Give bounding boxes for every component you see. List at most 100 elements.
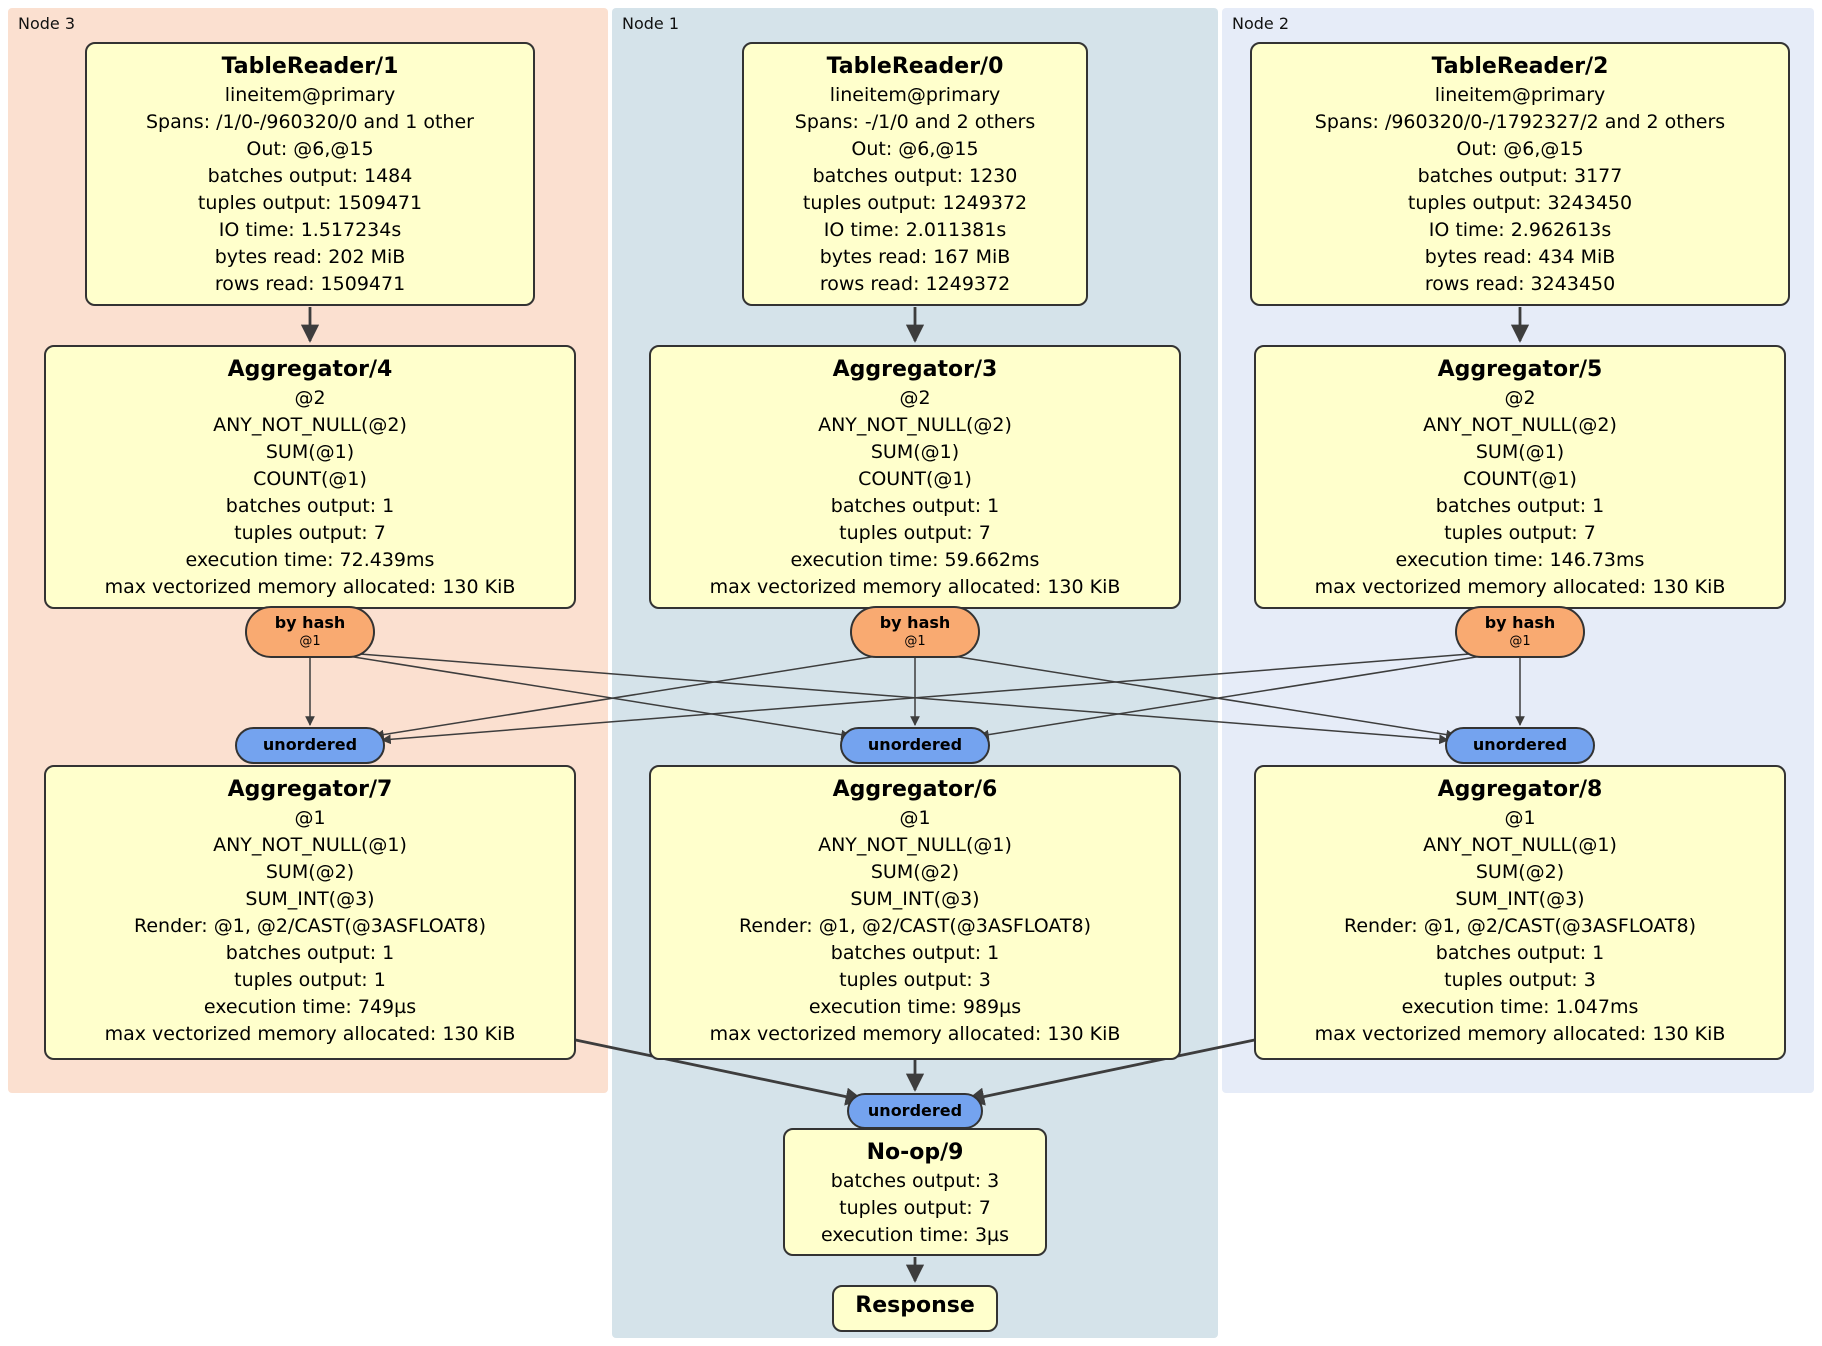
aggregator-4-title: Aggregator/4 bbox=[227, 357, 393, 382]
detail-line: batches output: 3 bbox=[830, 1170, 1000, 1192]
detail-line: execution time: 749µs bbox=[203, 996, 417, 1018]
detail-line: Spans: /960320/0-/1792327/2 and 2 others bbox=[1314, 111, 1726, 133]
group-node-1-label: Node 1 bbox=[622, 14, 680, 33]
detail-line: SUM(@1) bbox=[265, 441, 355, 463]
detail-line: ANY_NOT_NULL(@2) bbox=[213, 414, 407, 436]
detail-line: max vectorized memory allocated: 130 KiB bbox=[709, 1023, 1121, 1045]
table-reader-1-title: TableReader/1 bbox=[221, 54, 399, 79]
by-hash-detail: @1 bbox=[1509, 634, 1531, 649]
detail-line: batches output: 1 bbox=[225, 942, 395, 964]
unordered-label: unordered bbox=[867, 1101, 963, 1120]
detail-line: bytes read: 434 MiB bbox=[1424, 246, 1616, 268]
detail-line: Spans: -/1/0 and 2 others bbox=[794, 111, 1036, 133]
group-node-3-label: Node 3 bbox=[18, 14, 76, 33]
detail-line: max vectorized memory allocated: 130 KiB bbox=[104, 576, 516, 598]
detail-line: bytes read: 202 MiB bbox=[214, 246, 406, 268]
detail-line: tuples output: 7 bbox=[1444, 522, 1596, 544]
detail-line: tuples output: 3243450 bbox=[1407, 192, 1633, 214]
detail-line: tuples output: 3 bbox=[1444, 969, 1596, 991]
detail-line: rows read: 3243450 bbox=[1424, 273, 1616, 295]
edge-byhash3-un1 bbox=[381, 649, 1521, 745]
aggregator-5-title: Aggregator/5 bbox=[1437, 357, 1603, 382]
unordered-label: unordered bbox=[867, 735, 963, 754]
detail-line: IO time: 2.011381s bbox=[823, 219, 1007, 241]
detail-line: ANY_NOT_NULL(@1) bbox=[213, 834, 407, 856]
detail-line: IO time: 1.517234s bbox=[218, 219, 402, 241]
table-reader-2-title: TableReader/2 bbox=[1431, 54, 1609, 79]
detail-line: COUNT(@1) bbox=[1463, 468, 1577, 490]
detail-line: COUNT(@1) bbox=[253, 468, 367, 490]
detail-line: batches output: 1230 bbox=[812, 165, 1018, 187]
edge-byhash1-un2 bbox=[309, 649, 851, 740]
by-hash-router-node2: by hash @1 bbox=[1455, 606, 1585, 658]
detail-line: @2 bbox=[1504, 387, 1536, 409]
detail-line: SUM(@2) bbox=[870, 861, 960, 883]
detail-line: tuples output: 1509471 bbox=[197, 192, 423, 214]
detail-line: lineitem@primary bbox=[829, 84, 1001, 106]
detail-line: COUNT(@1) bbox=[858, 468, 972, 490]
response-node: Response bbox=[832, 1285, 998, 1332]
by-hash-label: by hash bbox=[1484, 613, 1556, 632]
by-hash-label: by hash bbox=[879, 613, 951, 632]
detail-line: SUM(@1) bbox=[870, 441, 960, 463]
detail-line: @1 bbox=[294, 807, 326, 829]
unordered-label: unordered bbox=[262, 735, 358, 754]
detail-line: Out: @6,@15 bbox=[1456, 138, 1584, 160]
unordered-sync-node3: unordered bbox=[235, 727, 385, 764]
unordered-sync-node1: unordered bbox=[840, 727, 990, 764]
detail-line: SUM_INT(@3) bbox=[245, 888, 375, 910]
by-hash-label: by hash bbox=[274, 613, 346, 632]
unordered-sync-node2: unordered bbox=[1445, 727, 1595, 764]
detail-line: SUM(@2) bbox=[265, 861, 355, 883]
detail-line: @1 bbox=[1504, 807, 1536, 829]
detail-line: batches output: 1484 bbox=[207, 165, 413, 187]
aggregator-6-title: Aggregator/6 bbox=[832, 777, 998, 802]
detail-line: execution time: 59.662ms bbox=[790, 549, 1040, 571]
detail-line: rows read: 1509471 bbox=[214, 273, 406, 295]
detail-line: lineitem@primary bbox=[224, 84, 396, 106]
detail-line: @2 bbox=[294, 387, 326, 409]
detail-line: execution time: 146.73ms bbox=[1395, 549, 1645, 571]
by-hash-detail: @1 bbox=[904, 634, 926, 649]
detail-line: execution time: 3µs bbox=[820, 1224, 1010, 1246]
detail-line: tuples output: 7 bbox=[839, 1197, 991, 1219]
detail-line: rows read: 1249372 bbox=[819, 273, 1011, 295]
by-hash-router-node3: by hash @1 bbox=[245, 606, 375, 658]
detail-line: execution time: 1.047ms bbox=[1401, 996, 1639, 1018]
detail-line: batches output: 1 bbox=[1435, 942, 1605, 964]
aggregator-7-title: Aggregator/7 bbox=[227, 777, 393, 802]
edge-byhash2-un3 bbox=[914, 649, 1456, 740]
aggregator-3-title: Aggregator/3 bbox=[832, 357, 998, 382]
detail-line: ANY_NOT_NULL(@2) bbox=[818, 414, 1012, 436]
detail-line: max vectorized memory allocated: 130 KiB bbox=[1314, 1023, 1726, 1045]
edge-byhash1-un3 bbox=[309, 649, 1449, 745]
unordered-label: unordered bbox=[1472, 735, 1568, 754]
edge-byhash2-un1 bbox=[374, 649, 916, 740]
detail-line: max vectorized memory allocated: 130 KiB bbox=[709, 576, 1121, 598]
detail-line: SUM(@1) bbox=[1475, 441, 1565, 463]
unordered-sync-final: unordered bbox=[847, 1093, 983, 1129]
detail-line: bytes read: 167 MiB bbox=[819, 246, 1011, 268]
detail-line: Render: @1, @2/CAST(@3ASFLOAT8) bbox=[739, 915, 1091, 937]
by-hash-detail: @1 bbox=[299, 634, 321, 649]
detail-line: Spans: /1/0-/960320/0 and 1 other bbox=[146, 111, 474, 133]
detail-line: tuples output: 3 bbox=[839, 969, 991, 991]
detail-line: batches output: 1 bbox=[1435, 495, 1605, 517]
detail-line: tuples output: 1 bbox=[234, 969, 386, 991]
detail-line: max vectorized memory allocated: 130 KiB bbox=[104, 1023, 516, 1045]
